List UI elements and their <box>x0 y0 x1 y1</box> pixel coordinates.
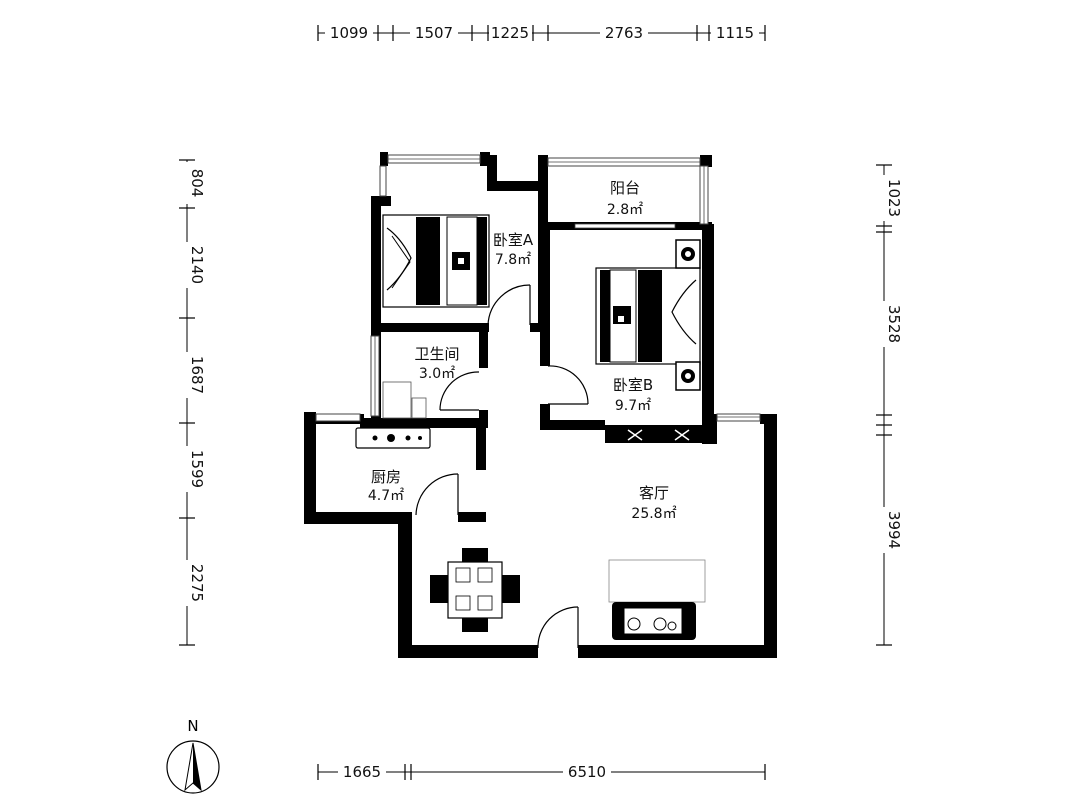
bottom-dim-1: 1665 <box>343 763 381 781</box>
bottom-dim-2: 6510 <box>568 763 606 781</box>
top-dim-2: 1507 <box>415 24 453 42</box>
doors <box>415 284 589 649</box>
room-bedroom-b: 卧室B 9.7㎡ <box>613 376 653 414</box>
top-dim-1: 1099 <box>330 24 368 42</box>
top-dim-4: 2763 <box>605 24 643 42</box>
bed-a <box>382 214 490 308</box>
balcony-area: 2.8㎡ <box>607 202 643 218</box>
bedroom-b-name: 卧室B <box>613 376 653 394</box>
living-area: 25.8㎡ <box>631 506 676 522</box>
room-bedroom-a: 卧室A 7.8㎡ <box>493 231 534 268</box>
bed-b <box>595 239 701 391</box>
compass-ring <box>166 740 220 794</box>
top-dim-3: 1225 <box>491 24 529 42</box>
compass: N <box>166 717 220 794</box>
room-living: 客厅 25.8㎡ <box>631 484 676 522</box>
left-dim-1: 804 <box>188 169 206 198</box>
bathroom-name: 卫生间 <box>414 345 459 363</box>
top-dimensions: 1099 1507 1225 2763 1115 <box>317 24 766 42</box>
bottom-dimensions: 1665 6510 <box>317 763 766 781</box>
bathroom-fixtures <box>382 381 427 419</box>
compass-label: N <box>187 717 198 735</box>
kitchen-area: 4.7㎡ <box>368 488 404 504</box>
bedroom-b-area: 9.7㎡ <box>615 398 651 414</box>
left-dim-2: 2140 <box>188 246 206 284</box>
left-dim-5: 2275 <box>188 564 206 602</box>
wardrobe <box>627 429 690 441</box>
dining-set <box>430 548 520 632</box>
bedroom-a-area: 7.8㎡ <box>495 252 531 268</box>
room-kitchen: 厨房 4.7㎡ <box>368 468 404 504</box>
stove <box>355 427 431 449</box>
left-dim-3: 1687 <box>188 356 206 394</box>
living-name: 客厅 <box>639 484 669 502</box>
windows <box>315 154 761 422</box>
left-dimensions: 804 2140 1687 1599 2275 <box>178 159 206 646</box>
kitchen-name: 厨房 <box>371 468 401 486</box>
top-dim-5: 1115 <box>716 24 754 42</box>
bedroom-a-name: 卧室A <box>493 231 534 249</box>
room-balcony: 阳台 2.8㎡ <box>607 179 643 218</box>
left-dim-4: 1599 <box>188 450 206 488</box>
room-bathroom: 卫生间 3.0㎡ <box>414 345 459 382</box>
bathroom-area: 3.0㎡ <box>419 366 455 382</box>
right-dim-3: 3994 <box>885 511 903 549</box>
right-dimensions: 1023 3528 3994 <box>875 164 903 646</box>
right-dim-2: 3528 <box>885 305 903 343</box>
right-dim-1: 1023 <box>885 179 903 217</box>
balcony-name: 阳台 <box>610 179 640 197</box>
sofa <box>608 559 706 640</box>
